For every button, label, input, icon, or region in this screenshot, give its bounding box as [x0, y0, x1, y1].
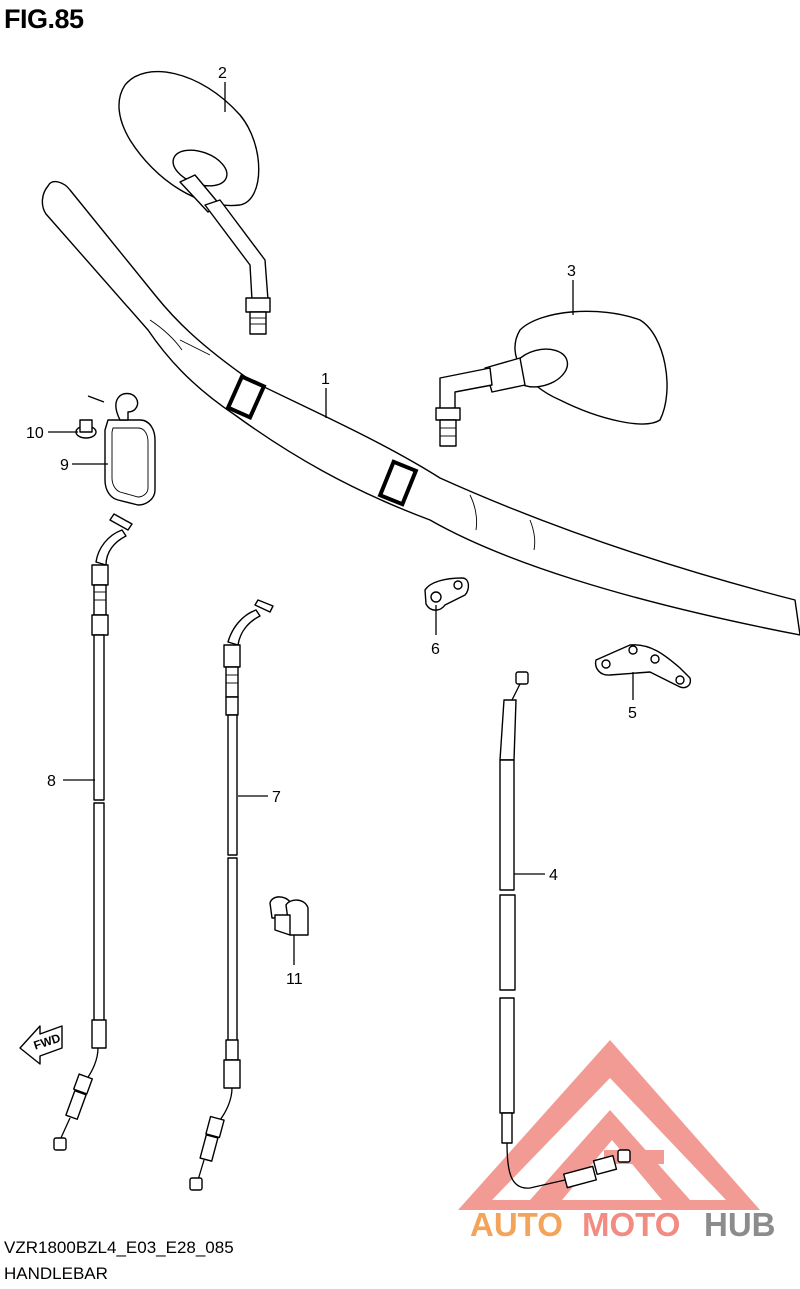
callout-6: 6 — [431, 641, 440, 658]
callout-4: 4 — [549, 867, 558, 884]
bracket-part-5 — [594, 644, 692, 689]
watermark-hub: HUB — [704, 1206, 776, 1243]
clip-part-11 — [269, 896, 309, 936]
holder-part-9 — [104, 392, 156, 506]
figure-label: FIG.85 — [4, 4, 84, 34]
throttle-cable-part-7 — [189, 599, 274, 1191]
throttle-cable-part-8 — [53, 513, 133, 1151]
mirror-part-2 — [118, 70, 271, 335]
model-code: VZR1800BZL4_E03_E28_085 — [4, 1238, 234, 1257]
clamp-part-6 — [424, 577, 470, 611]
callout-5: 5 — [628, 705, 637, 722]
leader-lines — [48, 82, 634, 965]
section-name: HANDLEBAR — [4, 1264, 108, 1283]
callout-2: 2 — [218, 65, 227, 82]
bolt-part-10 — [75, 419, 97, 439]
clutch-cable-part-4 — [499, 671, 631, 1189]
callout-9: 9 — [60, 457, 69, 474]
watermark-moto: MOTO — [582, 1206, 680, 1243]
callout-3: 3 — [567, 263, 576, 280]
callout-1: 1 — [321, 371, 330, 388]
callout-11: 11 — [286, 971, 303, 988]
callout-10: 10 — [26, 425, 44, 442]
watermark-text: AUTO MOTO HUB — [470, 1206, 776, 1243]
fwd-arrow-icon: FWD — [19, 1025, 63, 1065]
watermark-auto: AUTO — [470, 1206, 563, 1243]
callout-8: 8 — [47, 773, 56, 790]
handlebar-part-1 — [41, 180, 800, 636]
callout-7: 7 — [272, 789, 281, 806]
mirror-part-3 — [435, 310, 668, 447]
